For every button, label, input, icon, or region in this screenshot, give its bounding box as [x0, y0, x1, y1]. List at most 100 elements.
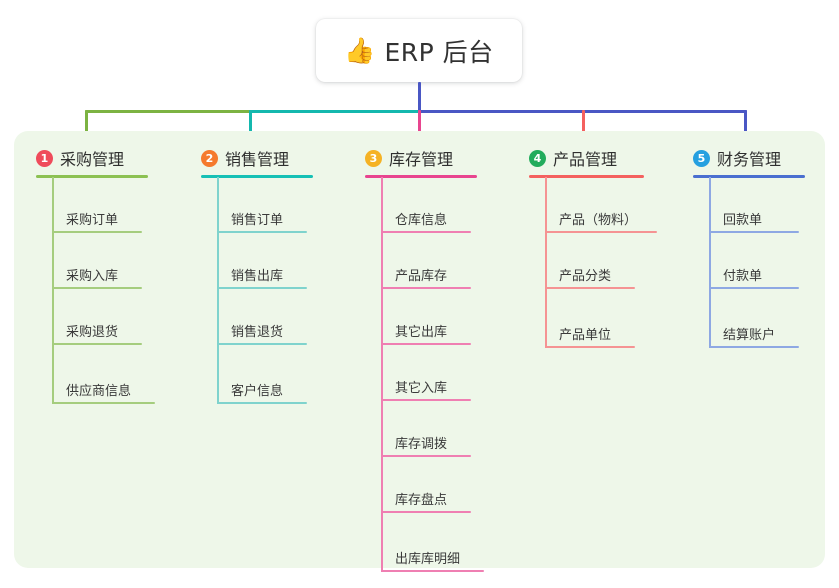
list-item[interactable]: 结算账户 [709, 289, 799, 348]
column-title: 财务管理 [717, 150, 782, 169]
column-spine [381, 177, 383, 572]
list-item[interactable]: 采购入库 [52, 233, 142, 289]
list-item-label: 产品（物料） [559, 213, 638, 228]
diagram-card [14, 131, 825, 568]
list-item-label: 其它入库 [395, 381, 448, 396]
column-header-rule [529, 175, 644, 178]
column-spine [217, 177, 219, 404]
column-title: 采购管理 [60, 150, 125, 169]
list-item[interactable]: 其它出库 [381, 289, 471, 345]
list-item-label: 产品单位 [559, 328, 612, 343]
list-item[interactable]: 供应商信息 [52, 345, 155, 404]
list-item[interactable]: 销售出库 [217, 233, 307, 289]
list-item[interactable]: 库存调拨 [381, 401, 471, 457]
list-item-label: 库存盘点 [395, 493, 448, 508]
list-item[interactable]: 其它入库 [381, 345, 471, 401]
list-item-rule [52, 402, 155, 404]
list-item[interactable]: 付款单 [709, 233, 799, 289]
list-item-rule [381, 343, 471, 345]
list-item-label: 产品分类 [559, 269, 612, 284]
list-item-rule [381, 455, 471, 457]
list-item-rule [381, 511, 471, 513]
drop-line-col3 [418, 110, 421, 150]
column-title: 产品管理 [553, 150, 618, 169]
list-item[interactable]: 回款单 [709, 177, 799, 233]
list-item-label: 其它出库 [395, 325, 448, 340]
list-item-rule [52, 287, 142, 289]
list-item[interactable]: 产品分类 [545, 233, 635, 289]
badge-1: 1 [36, 149, 53, 167]
column-header-rule [36, 175, 148, 178]
column-header-finance[interactable]: 5 财务管理 [693, 146, 781, 170]
list-item-rule [545, 231, 657, 233]
list-item[interactable]: 库存盘点 [381, 457, 471, 513]
root-node[interactable]: 👍 ERP 后台 [316, 19, 522, 82]
list-item-label: 付款单 [723, 269, 763, 284]
column-header-sales[interactable]: 2 销售管理 [201, 146, 289, 170]
column-header-rule [365, 175, 477, 178]
list-item-label: 出库库明细 [395, 552, 461, 567]
column-spine [545, 177, 547, 348]
list-item[interactable]: 仓库信息 [381, 177, 471, 233]
list-item[interactable]: 销售退货 [217, 289, 307, 345]
column-spine [52, 177, 54, 404]
list-item-label: 采购退货 [66, 325, 119, 340]
list-item-label: 结算账户 [723, 328, 776, 343]
list-item-label: 销售订单 [231, 213, 284, 228]
list-item-rule [709, 231, 799, 233]
list-item-label: 库存调拨 [395, 437, 448, 452]
bus-segment-green [85, 110, 252, 113]
root-stem [418, 82, 421, 112]
list-item-rule [709, 346, 799, 348]
thumbs-up-icon: 👍 [344, 36, 376, 65]
list-item-rule [381, 231, 471, 233]
list-item-label: 客户信息 [231, 384, 284, 399]
list-item[interactable]: 产品单位 [545, 289, 635, 348]
list-item-rule [545, 287, 635, 289]
list-item-rule [217, 343, 307, 345]
list-item-label: 销售出库 [231, 269, 284, 284]
drop-line-col1 [85, 110, 88, 150]
list-item-rule [52, 343, 142, 345]
badge-4: 4 [529, 149, 546, 167]
list-item-rule [709, 287, 799, 289]
column-spine [709, 177, 711, 348]
list-item[interactable]: 销售订单 [217, 177, 307, 233]
list-item-rule [52, 231, 142, 233]
bus-segment-teal [251, 110, 419, 113]
column-header-purchasing[interactable]: 1 采购管理 [36, 146, 124, 170]
column-header-rule [693, 175, 805, 178]
list-item-rule [381, 287, 471, 289]
list-item-rule [217, 287, 307, 289]
list-item[interactable]: 客户信息 [217, 345, 307, 404]
list-item[interactable]: 出库库明细 [381, 513, 484, 572]
list-item-rule [217, 402, 307, 404]
column-title: 库存管理 [389, 150, 454, 169]
list-item[interactable]: 产品（物料） [545, 177, 657, 233]
list-item-rule [217, 231, 307, 233]
list-item-rule [381, 399, 471, 401]
column-title: 销售管理 [225, 150, 290, 169]
list-item-label: 回款单 [723, 213, 763, 228]
list-item-label: 采购订单 [66, 213, 119, 228]
badge-2: 2 [201, 149, 218, 167]
drop-line-col5 [744, 110, 747, 150]
list-item[interactable]: 采购订单 [52, 177, 142, 233]
list-item-rule [381, 570, 484, 572]
list-item-label: 采购入库 [66, 269, 119, 284]
list-item[interactable]: 采购退货 [52, 289, 142, 345]
list-item[interactable]: 产品库存 [381, 233, 471, 289]
badge-3: 3 [365, 149, 382, 167]
list-item-label: 供应商信息 [66, 384, 132, 399]
drop-line-col2 [249, 110, 252, 150]
column-header-product[interactable]: 4 产品管理 [529, 146, 617, 170]
drop-line-col4 [582, 110, 585, 150]
column-header-rule [201, 175, 313, 178]
list-item-label: 仓库信息 [395, 213, 448, 228]
list-item-rule [545, 346, 635, 348]
list-item-label: 销售退货 [231, 325, 284, 340]
column-header-inventory[interactable]: 3 库存管理 [365, 146, 453, 170]
list-item-label: 产品库存 [395, 269, 448, 284]
badge-5: 5 [693, 149, 710, 167]
